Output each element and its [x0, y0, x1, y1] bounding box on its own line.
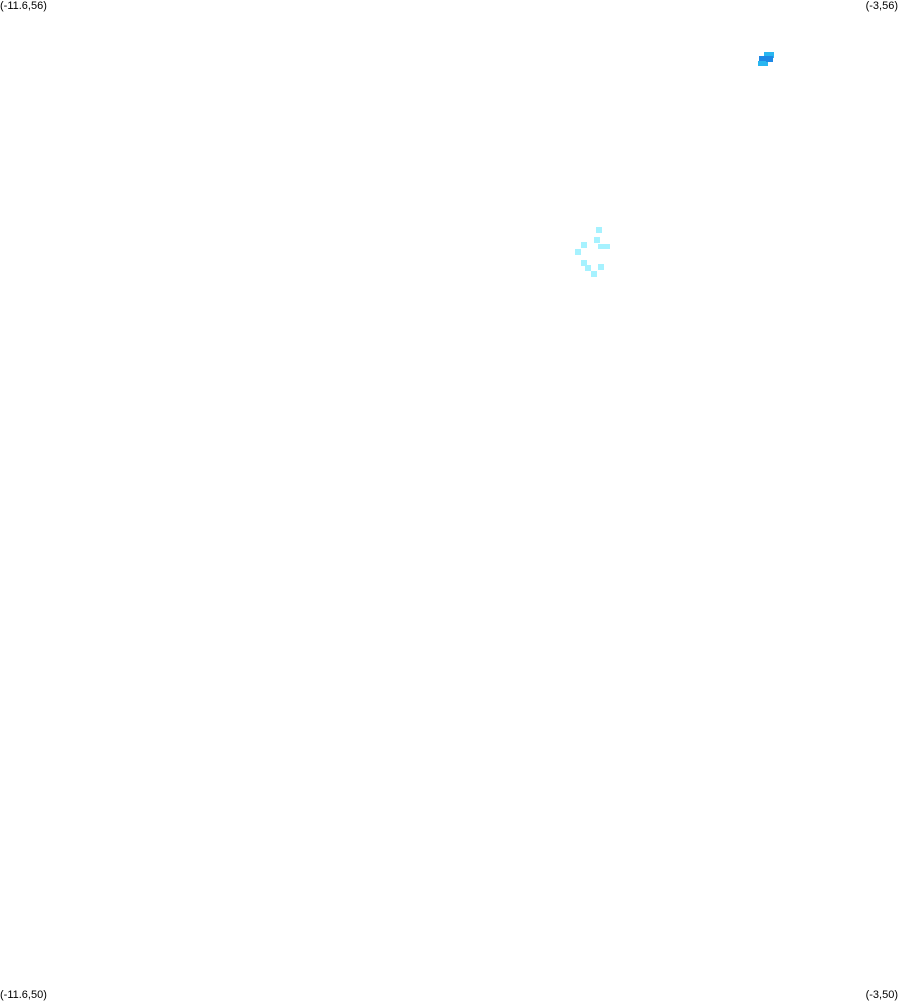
data-cell: [758, 61, 768, 66]
data-cell: [575, 249, 581, 255]
data-cell: [598, 264, 604, 270]
data-cell: [594, 237, 600, 243]
data-cell: [764, 52, 774, 58]
data-cell: [585, 265, 591, 271]
data-cell: [766, 58, 772, 62]
data-cluster-central: [575, 227, 610, 277]
data-cell: [596, 227, 602, 233]
corner-label-top-right: (-3,56): [865, 0, 898, 12]
data-cell: [581, 242, 587, 248]
corner-label-bottom-right: (-3,50): [865, 989, 898, 1001]
data-cell: [581, 260, 587, 266]
corner-label-top-left: (-11.6,56): [0, 0, 47, 12]
data-cell: [591, 271, 597, 277]
data-cluster-northeast: [758, 52, 774, 66]
corner-label-bottom-left: (-11.6,50): [0, 989, 47, 1001]
data-cell: [598, 244, 610, 249]
